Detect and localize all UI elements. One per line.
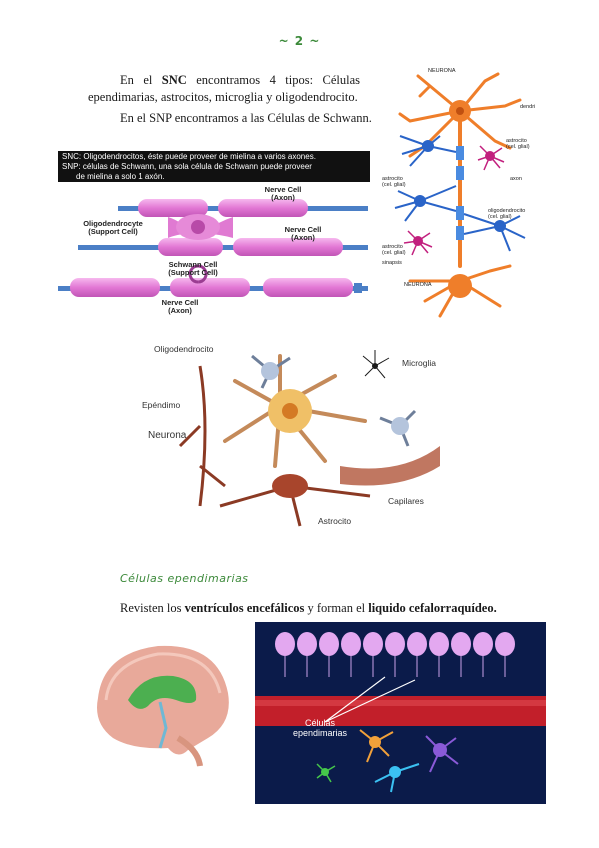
section-heading: Células ependimarias [120,572,249,585]
glia-illustration [178,350,440,527]
ependymal-illustration [255,622,546,804]
label-microglia: Microglia [402,358,437,368]
label-oligodendrocito: oligodendrocito (cel. glial) [488,208,526,220]
caption-line: de mielina a solo 1 axón. [76,172,165,181]
label-astrocito-3: astrocito (cel. glial) [382,244,406,256]
label-ependymal-cells: Células ependimarias [293,718,348,738]
label-neurona-top: NEURONA [428,68,456,74]
label-axon: axon [510,176,522,182]
label-astrocito: Astrocito [318,516,352,526]
ependymal-paragraph: Revisten los ventrículos encefálicos y f… [120,600,540,617]
label-nerve-cell-1: Nerve Cell (Axon) [264,185,302,202]
brain-ventricles-illustration [97,645,229,767]
schwann-figure: Nerve Cell (Axon) Oligodendrocyte (Suppo… [58,182,370,320]
glia-figure: Oligodendrocito Microglia Epéndimo Neuro… [140,326,452,531]
page-number: ~ 2 ~ [278,34,321,48]
label-neurona-bottom: NEURONA [404,282,432,288]
schwann-caption: SNC: Oligodendrocitos, éste puede provee… [58,151,370,182]
intro-paragraph-snc: En el SNC encontramos 4 tipos: Células e… [88,72,360,106]
neuron-glia-figure: NEURONA dendri astrocito (cel. glial) as… [380,66,552,324]
label-astrocito-1: astrocito (cel. glial) [506,138,530,150]
label-sinapsis: sinapsis [382,260,402,266]
label-oligodendrocyte: Oligodendrocyte (Support Cell) [83,219,143,236]
label-ependimo: Epéndimo [142,400,181,410]
text-run: encontramos 4 tipos: Células ependimaria… [88,73,360,104]
label-capilares: Capilares [388,496,424,506]
ependymal-figure: Células ependimarias [255,622,546,804]
caption-line: SNC: Oligodendrocitos, éste puede provee… [62,152,316,161]
label-astrocito-2: astrocito (cel. glial) [382,176,406,188]
label-schwann-cell: Schwann Cell (Support Cell) [168,260,218,277]
label-dendri: dendri [520,104,536,110]
text-run: Revisten los [120,601,185,615]
bold-run: SNC [161,73,187,87]
text-run: y forman el [304,601,369,615]
text-run: En el [120,73,162,87]
label-oligodendrocito: Oligodendrocito [154,344,214,354]
label-neurona: Neurona [148,430,187,441]
label-nerve-cell-3: Nerve Cell (Axon) [161,298,199,315]
myelin-diagram [58,199,368,297]
brain-figure [88,638,240,770]
caption-line: SNP: células de Schwann, una sola célula… [62,162,312,171]
bold-run: ventrículos encefálicos [184,601,305,615]
label-nerve-cell-2: Nerve Cell (Axon) [284,225,322,242]
bold-run: liquido cefalorraquídeo. [368,601,497,615]
neuron-glia-diagram [394,72,526,318]
intro-paragraph-snp: En el SNP encontramos a las Células de S… [120,111,372,125]
